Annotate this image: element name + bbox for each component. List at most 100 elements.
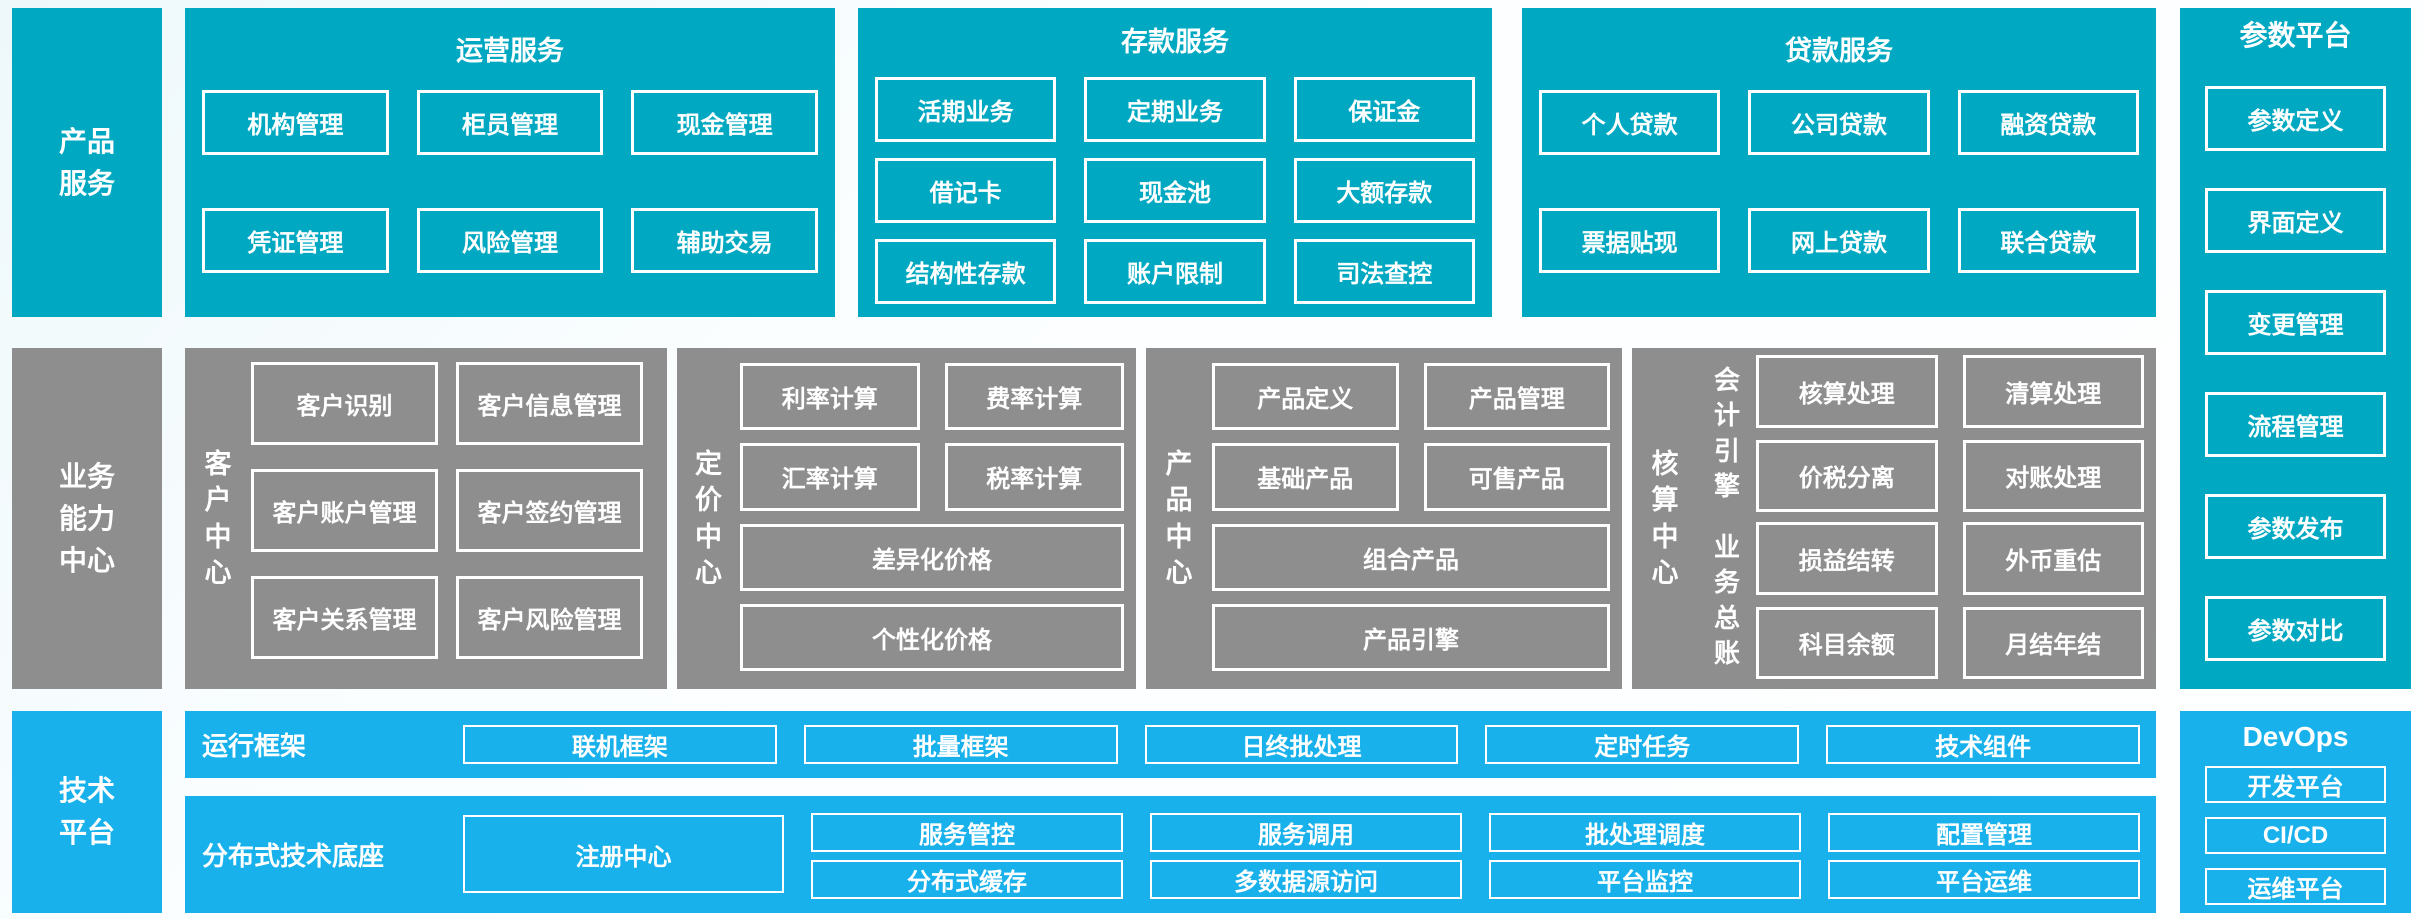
label-pricing-center: 定 价 中 心: [695, 448, 722, 588]
node-institution-management: 机构管理: [202, 90, 389, 155]
node-platform-monitoring: 平台监控: [1489, 860, 1801, 899]
group-business-general-ledger: 业 务 总 账 损益结转 外币重估 科目余额 月结年结: [1698, 522, 2144, 679]
node-parameter-compare: 参数对比: [2205, 596, 2386, 661]
node-time-deposit: 定期业务: [1084, 77, 1266, 142]
node-development-platform: 开发平台: [2205, 766, 2386, 803]
node-customer-relationship-management: 客户关系管理: [251, 576, 438, 659]
operations-node-grid: 机构管理 柜员管理 现金管理 凭证管理 风险管理 辅助交易: [202, 90, 818, 273]
section-title-loan: 贷款服务: [1785, 35, 1893, 66]
node-demand-deposit: 活期业务: [875, 77, 1057, 142]
deposit-node-grid: 活期业务 定期业务 保证金 借记卡 现金池 大额存款 结构性存款 账户限制 司法…: [875, 77, 1475, 304]
node-ops-platform: 运维平台: [2205, 868, 2386, 905]
node-personal-loan: 个人贷款: [1539, 90, 1721, 155]
node-risk-management: 风险管理: [416, 208, 604, 273]
node-fee-rate-calc: 费率计算: [944, 363, 1124, 431]
node-basic-product: 基础产品: [1212, 443, 1399, 511]
node-service-invocation: 服务调用: [1150, 813, 1462, 852]
node-change-management: 变更管理: [2205, 290, 2386, 355]
parameter-platform-node-list: 参数定义 界面定义 变更管理 流程管理 参数发布 参数对比: [2205, 86, 2386, 661]
node-platform-operations: 平台运维: [1828, 860, 2140, 899]
node-exchange-rate-calc: 汇率计算: [740, 443, 920, 511]
node-parameter-definition: 参数定义: [2205, 86, 2386, 151]
rail-tech-platform: 技术 平台: [12, 711, 162, 913]
node-cash-management: 现金管理: [631, 90, 818, 155]
node-parameter-release: 参数发布: [2205, 494, 2386, 559]
node-month-year-end-closing: 月结年结: [1962, 606, 2144, 679]
node-subject-balance: 科目余额: [1756, 606, 1938, 679]
section-title-deposit: 存款服务: [1121, 26, 1229, 57]
section-deposit-services: 存款服务 活期业务 定期业务 保证金 借记卡 现金池 大额存款 结构性存款 账户…: [858, 8, 1492, 317]
node-customer-contract-management: 客户签约管理: [456, 469, 643, 552]
column-parameter-platform: 参数平台 参数定义 界面定义 变更管理 流程管理 参数发布 参数对比: [2180, 8, 2411, 689]
loan-node-grid: 个人贷款 公司贷款 融资贷款 票据贴现 网上贷款 联合贷款: [1539, 90, 2139, 273]
node-structured-deposit: 结构性存款: [875, 239, 1057, 304]
node-interest-rate-calc: 利率计算: [740, 363, 920, 431]
band-distributed-tech-base: 分布式技术底座 注册中心 服务管控 服务调用 批处理调度 配置管理 分布式缓存 …: [185, 796, 2156, 913]
node-financing-loan: 融资贷款: [1957, 90, 2139, 155]
section-accounting-center: 核 算 中 心 会 计 引 擎 核算处理 清算处理 价税分离 对账处理 业 务 …: [1632, 348, 2156, 689]
accounting-engine-node-grid: 核算处理 清算处理 价税分离 对账处理: [1756, 355, 2144, 512]
node-ui-definition: 界面定义: [2205, 188, 2386, 253]
group-accounting-engine: 会 计 引 擎 核算处理 清算处理 价税分离 对账处理: [1698, 355, 2144, 512]
section-loan-services: 贷款服务 个人贷款 公司贷款 融资贷款 票据贴现 网上贷款 联合贷款: [1522, 8, 2156, 317]
node-batch-framework: 批量框架: [803, 725, 1118, 764]
node-bill-discount: 票据贴现: [1539, 208, 1721, 273]
column-devops: DevOps 开发平台 CI/CD 运维平台: [2180, 711, 2411, 913]
devops-node-list: 开发平台 CI/CD 运维平台: [2205, 766, 2386, 905]
distributed-node-grid: 服务管控 服务调用 批处理调度 配置管理 分布式缓存 多数据源访问 平台监控 平…: [811, 813, 2140, 899]
node-multi-datasource-access: 多数据源访问: [1150, 860, 1462, 899]
node-margin-deposit: 保证金: [1293, 77, 1475, 142]
section-customer-center: 客 户 中 心 客户识别 客户信息管理 客户账户管理 客户签约管理 客户关系管理…: [185, 348, 667, 689]
node-joint-loan: 联合贷款: [1957, 208, 2139, 273]
node-sellable-product: 可售产品: [1423, 443, 1610, 511]
band-runtime-framework: 运行框架 联机框架 批量框架 日终批处理 定时任务 技术组件: [185, 711, 2156, 778]
product-center-node-grid: 产品定义 产品管理 基础产品 可售产品 组合产品 产品引擎: [1212, 363, 1610, 671]
pricing-node-grid: 利率计算 费率计算 汇率计算 税率计算 差异化价格 个性化价格: [740, 363, 1124, 671]
label-accounting-center: 核 算 中 心: [1651, 448, 1679, 588]
node-differentiated-pricing: 差异化价格: [740, 523, 1124, 591]
customer-node-grid: 客户识别 客户信息管理 客户账户管理 客户签约管理 客户关系管理 客户风险管理: [251, 362, 643, 659]
node-end-of-day-batch: 日终批处理: [1144, 725, 1459, 764]
node-debit-card: 借记卡: [875, 158, 1057, 223]
section-operations-services: 运营服务 机构管理 柜员管理 现金管理 凭证管理 风险管理 辅助交易: [185, 8, 835, 317]
node-tax-rate-calc: 税率计算: [944, 443, 1124, 511]
node-configuration-management: 配置管理: [1828, 813, 2140, 852]
node-cash-pool: 现金池: [1084, 158, 1266, 223]
section-title-operations: 运营服务: [456, 35, 564, 66]
node-personalized-pricing: 个性化价格: [740, 603, 1124, 671]
label-product-center: 产 品 中 心: [1165, 448, 1193, 588]
node-ci-cd: CI/CD: [2205, 817, 2386, 854]
node-product-definition: 产品定义: [1212, 363, 1399, 431]
node-combined-product: 组合产品: [1212, 523, 1610, 591]
node-batch-scheduling: 批处理调度: [1489, 813, 1801, 852]
node-customer-info-management: 客户信息管理: [456, 362, 643, 445]
node-profit-loss-carryover: 损益结转: [1756, 522, 1938, 595]
label-customer-center: 客 户 中 心: [204, 448, 232, 588]
runtime-node-grid: 联机框架 批量框架 日终批处理 定时任务 技术组件: [463, 725, 2140, 764]
label-business-general-ledger: 业 务 总 账: [1713, 532, 1740, 668]
node-judicial-control: 司法查控: [1293, 239, 1475, 304]
node-auxiliary-transaction: 辅助交易: [631, 208, 818, 273]
node-online-loan: 网上贷款: [1748, 208, 1930, 273]
registry-wrap: 注册中心: [463, 815, 784, 893]
node-account-restriction: 账户限制: [1084, 239, 1266, 304]
node-price-tax-separation: 价税分离: [1756, 439, 1938, 512]
node-product-engine: 产品引擎: [1212, 603, 1610, 671]
node-scheduled-task: 定时任务: [1485, 725, 1800, 764]
accounting-groups: 会 计 引 擎 核算处理 清算处理 价税分离 对账处理 业 务 总 账 损益结转…: [1698, 355, 2144, 679]
node-foreign-currency-revaluation: 外币重估: [1962, 522, 2144, 595]
general-ledger-node-grid: 损益结转 外币重估 科目余额 月结年结: [1756, 522, 2144, 679]
node-customer-risk-management: 客户风险管理: [456, 576, 643, 659]
rail-business-capability-center: 业务 能力 中心: [12, 348, 162, 689]
node-online-framework: 联机框架: [463, 725, 777, 764]
label-runtime-framework: 运行框架: [202, 731, 307, 761]
column-title-devops: DevOps: [2242, 721, 2349, 752]
label-distributed-tech-base: 分布式技术底座: [202, 841, 385, 871]
section-pricing-center: 定 价 中 心 利率计算 费率计算 汇率计算 税率计算 差异化价格 个性化价格: [677, 348, 1136, 689]
node-customer-identification: 客户识别: [251, 362, 438, 445]
column-title-parameter-platform: 参数平台: [2239, 20, 2352, 51]
node-technical-component: 技术组件: [1826, 725, 2140, 764]
section-product-center: 产 品 中 心 产品定义 产品管理 基础产品 可售产品 组合产品 产品引擎: [1146, 348, 1622, 689]
node-teller-management: 柜员管理: [416, 90, 604, 155]
